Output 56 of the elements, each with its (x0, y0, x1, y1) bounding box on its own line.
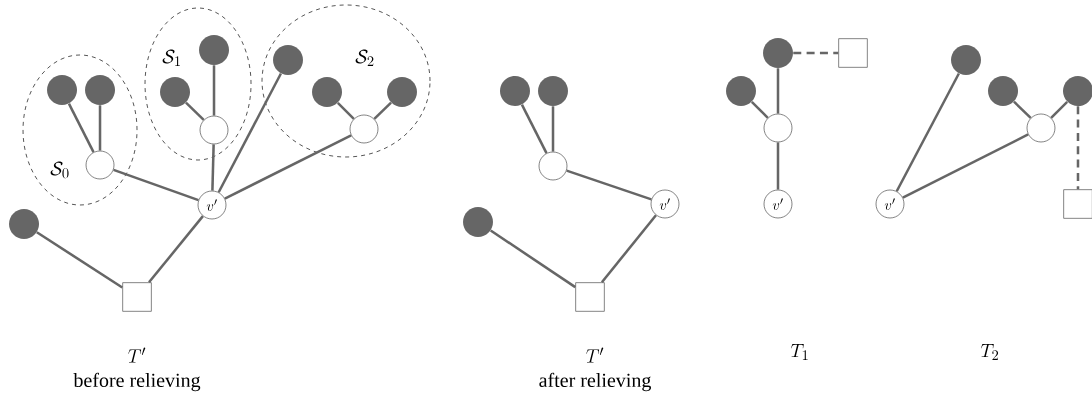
square-node (122, 282, 152, 312)
edge-line (113, 168, 199, 202)
edge-line (98, 105, 102, 151)
edge-line (36, 231, 123, 289)
filled-circle (988, 76, 1018, 106)
filled-circle (160, 77, 190, 107)
edge-line (1076, 106, 1080, 190)
edge-line (185, 101, 205, 121)
edge-line (336, 101, 355, 120)
open-circle (763, 113, 793, 143)
edge-line (902, 133, 1029, 199)
filled-circle (312, 77, 342, 107)
open-circle (199, 115, 229, 145)
edge-line (750, 100, 769, 119)
open-circle (1026, 113, 1056, 143)
tree-name: $T_2$ (980, 344, 999, 360)
caption: after relieving (539, 372, 651, 392)
edge-line (211, 144, 215, 191)
edge-line (490, 229, 576, 289)
edge-line (67, 103, 95, 153)
filled-circle (273, 45, 303, 75)
filled-circle (463, 207, 493, 237)
filled-circle (538, 76, 568, 106)
edge-line (793, 51, 839, 55)
square-node (838, 38, 868, 68)
edge-line (212, 65, 216, 116)
filled-circle (500, 76, 530, 106)
edge-line (520, 104, 548, 154)
filled-circle (387, 77, 417, 107)
open-circle (538, 151, 568, 181)
filled-circle (951, 45, 981, 75)
tree-name: $T_1$ (790, 344, 808, 360)
open-circle (349, 114, 379, 144)
tree-name: $T'$ (128, 347, 146, 363)
edge-line (895, 72, 960, 192)
caption: before relieving (73, 372, 201, 392)
filled-circle (726, 76, 756, 106)
filled-circle (763, 38, 793, 68)
edge-line (566, 169, 652, 201)
filled-circle (47, 75, 77, 105)
square-node (575, 282, 605, 312)
edge-line (373, 101, 392, 120)
edge-line (1050, 100, 1069, 119)
edge-line (217, 72, 283, 193)
filled-circle (9, 209, 39, 239)
edge-line (148, 215, 204, 284)
edge-line (551, 106, 555, 152)
edge-line (776, 68, 780, 114)
edge-line (1013, 100, 1032, 119)
open-circle (85, 150, 115, 180)
edge-line (776, 142, 780, 190)
filled-circle (85, 75, 115, 105)
edge-line (224, 134, 352, 200)
filled-circle (199, 35, 229, 65)
tree-name: $T'$ (586, 347, 604, 363)
edge-line (600, 214, 657, 284)
